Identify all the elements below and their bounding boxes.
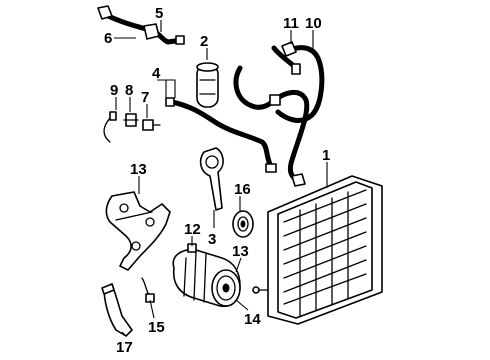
condenser <box>252 175 383 325</box>
liquid-line <box>165 97 277 173</box>
callout-1: 1 <box>322 147 330 164</box>
callout-10: 10 <box>305 15 322 32</box>
hose-segment <box>271 45 301 75</box>
callout-12: 12 <box>184 221 201 238</box>
upper-hose-assembly <box>97 5 185 45</box>
callout-11: 11 <box>283 15 299 32</box>
connector-hose <box>141 277 155 303</box>
callout-14: 14 <box>244 311 261 328</box>
support-bracket <box>199 147 224 211</box>
callout-5: 5 <box>155 5 163 22</box>
clutch-pulley <box>232 210 254 238</box>
sensor-with-lead <box>103 111 117 143</box>
receiver-drier <box>196 62 219 108</box>
callouts: 1 2 3 4 5 6 7 8 9 10 11 12 13 13 14 15 1… <box>104 5 330 356</box>
compressor <box>172 243 241 308</box>
lower-bracket <box>101 283 133 337</box>
callout-4: 4 <box>152 65 161 82</box>
callout-8: 8 <box>125 82 133 99</box>
callout-7: 7 <box>141 89 149 106</box>
pressure-switch <box>142 119 161 131</box>
callout-9: 9 <box>110 82 118 99</box>
leader-lines <box>114 20 328 337</box>
discharge-hose-loop <box>233 41 325 187</box>
callout-17: 17 <box>116 339 133 356</box>
callout-13-bracket: 13 <box>130 161 147 178</box>
compressor-mount-bracket <box>105 191 171 271</box>
callout-2: 2 <box>200 33 208 50</box>
callout-3: 3 <box>208 231 216 248</box>
callout-6: 6 <box>104 30 112 47</box>
callout-13-compressor: 13 <box>232 243 249 260</box>
valve-fitting <box>123 113 139 127</box>
callout-16: 16 <box>234 181 251 198</box>
callout-15: 15 <box>148 319 165 336</box>
